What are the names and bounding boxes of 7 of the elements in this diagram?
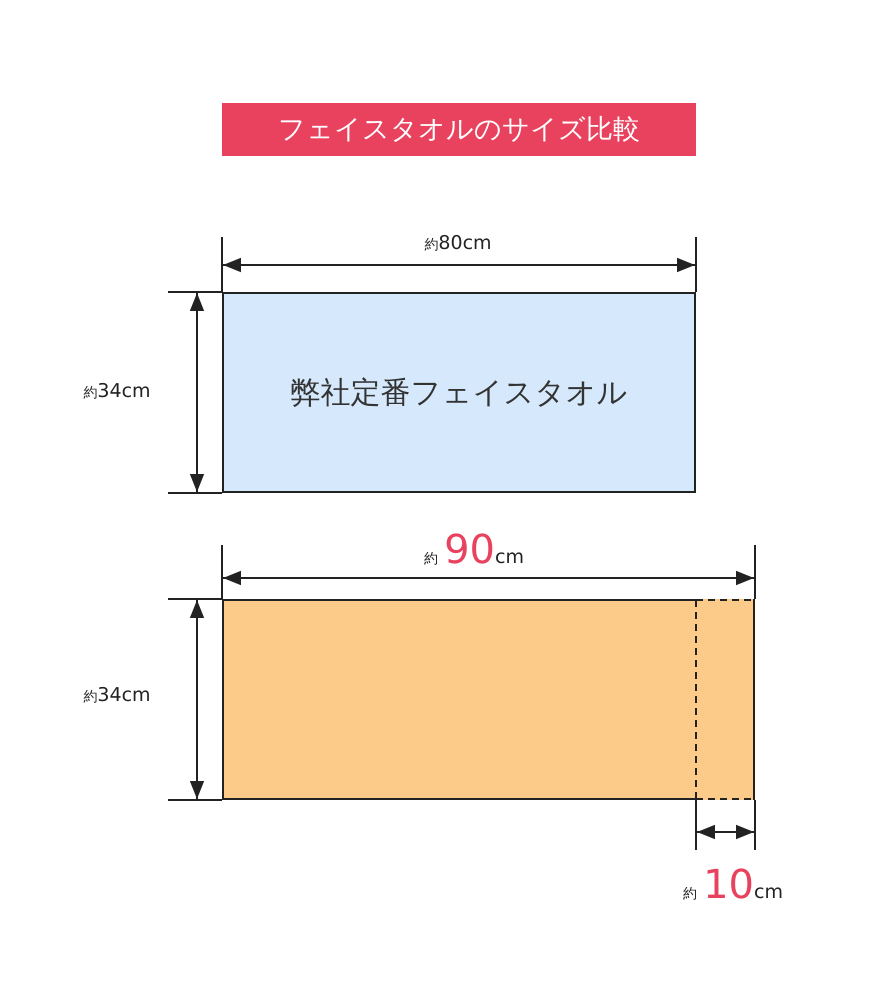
title-banner: フェイスタオルのサイズ比較	[222, 103, 696, 156]
dimension-label: 約34cm	[83, 684, 151, 706]
towel-rectangle	[222, 292, 696, 493]
towel-name: 弊社定番フェイスタオル	[290, 374, 628, 412]
towel-rectangle	[222, 599, 755, 800]
dimension-label: 約80cm	[424, 232, 492, 254]
dimension-label: 約34cm	[83, 380, 151, 402]
